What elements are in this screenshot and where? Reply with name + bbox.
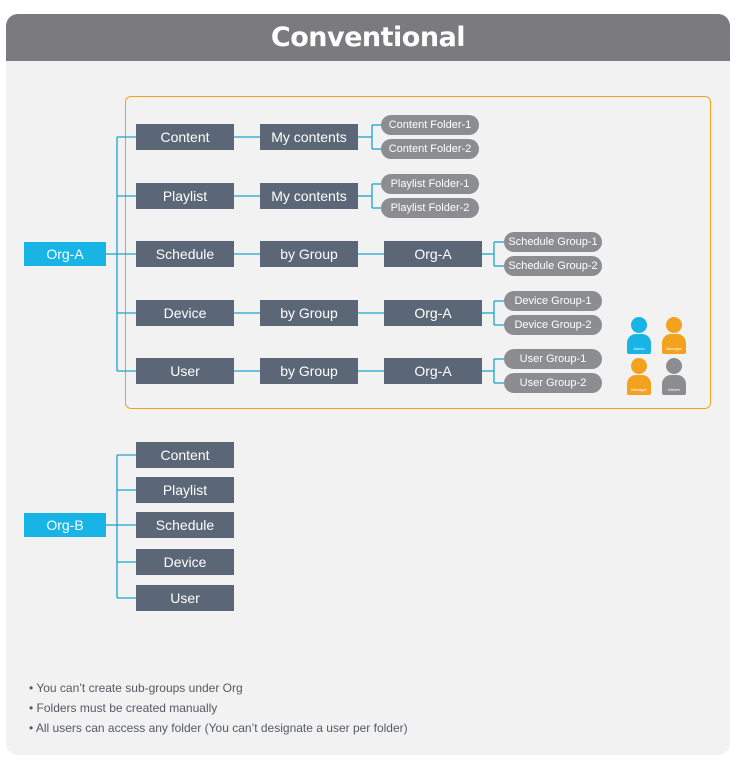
category-playlist: Playlist bbox=[136, 183, 234, 209]
admin-head bbox=[631, 317, 647, 333]
org-a-node: Org-A bbox=[24, 242, 106, 266]
org-b-device: Device bbox=[136, 549, 234, 575]
viewer-user-icon: Viewer bbox=[662, 358, 686, 396]
admin-user-icon: Admin bbox=[627, 317, 651, 355]
org-b-content: Content bbox=[136, 442, 234, 468]
org-b-user: User bbox=[136, 585, 234, 611]
device-by-group: by Group bbox=[260, 300, 358, 326]
org-b-node: Org-B bbox=[24, 513, 106, 537]
content-my-contents: My contents bbox=[260, 124, 358, 150]
note-item: • Folders must be created manually bbox=[29, 701, 218, 715]
org-b-schedule: Schedule bbox=[136, 512, 234, 538]
device-org-a: Org-A bbox=[384, 300, 482, 326]
category-schedule: Schedule bbox=[136, 241, 234, 267]
viewer-label: Viewer bbox=[662, 375, 686, 395]
category-content: Content bbox=[136, 124, 234, 150]
user-group-1: User Group-1 bbox=[504, 349, 602, 369]
note-item: • You can’t create sub-groups under Org bbox=[29, 681, 243, 695]
viewer-head bbox=[666, 358, 682, 374]
note-item: • All users can access any folder (You c… bbox=[29, 721, 408, 735]
user-org-a: Org-A bbox=[384, 358, 482, 384]
admin-label: Admin bbox=[627, 334, 651, 354]
device-group-2: Device Group-2 bbox=[504, 315, 602, 335]
playlist-my-contents: My contents bbox=[260, 183, 358, 209]
playlist-folder-1: Playlist Folder-1 bbox=[381, 174, 479, 194]
manager-label: Manager bbox=[627, 375, 651, 395]
diagram-title: Conventional bbox=[6, 14, 730, 61]
manager-user-icon: Manager bbox=[627, 358, 651, 396]
user-group-2: User Group-2 bbox=[504, 373, 602, 393]
playlist-folder-2: Playlist Folder-2 bbox=[381, 198, 479, 218]
schedule-by-group: by Group bbox=[260, 241, 358, 267]
org-b-playlist: Playlist bbox=[136, 477, 234, 503]
schedule-group-1: Schedule Group-1 bbox=[504, 232, 602, 252]
manager-head bbox=[666, 317, 682, 333]
notes-list: • You can’t create sub-groups under Org … bbox=[29, 678, 408, 738]
user-by-group: by Group bbox=[260, 358, 358, 384]
manager-label: Manager bbox=[662, 334, 686, 354]
org-a-scope-frame bbox=[125, 96, 711, 409]
content-folder-2: Content Folder-2 bbox=[381, 139, 479, 159]
category-device: Device bbox=[136, 300, 234, 326]
category-user: User bbox=[136, 358, 234, 384]
schedule-group-2: Schedule Group-2 bbox=[504, 256, 602, 276]
device-group-1: Device Group-1 bbox=[504, 291, 602, 311]
content-folder-1: Content Folder-1 bbox=[381, 115, 479, 135]
manager-user-icon: Manager bbox=[662, 317, 686, 355]
manager-head bbox=[631, 358, 647, 374]
schedule-org-a: Org-A bbox=[384, 241, 482, 267]
